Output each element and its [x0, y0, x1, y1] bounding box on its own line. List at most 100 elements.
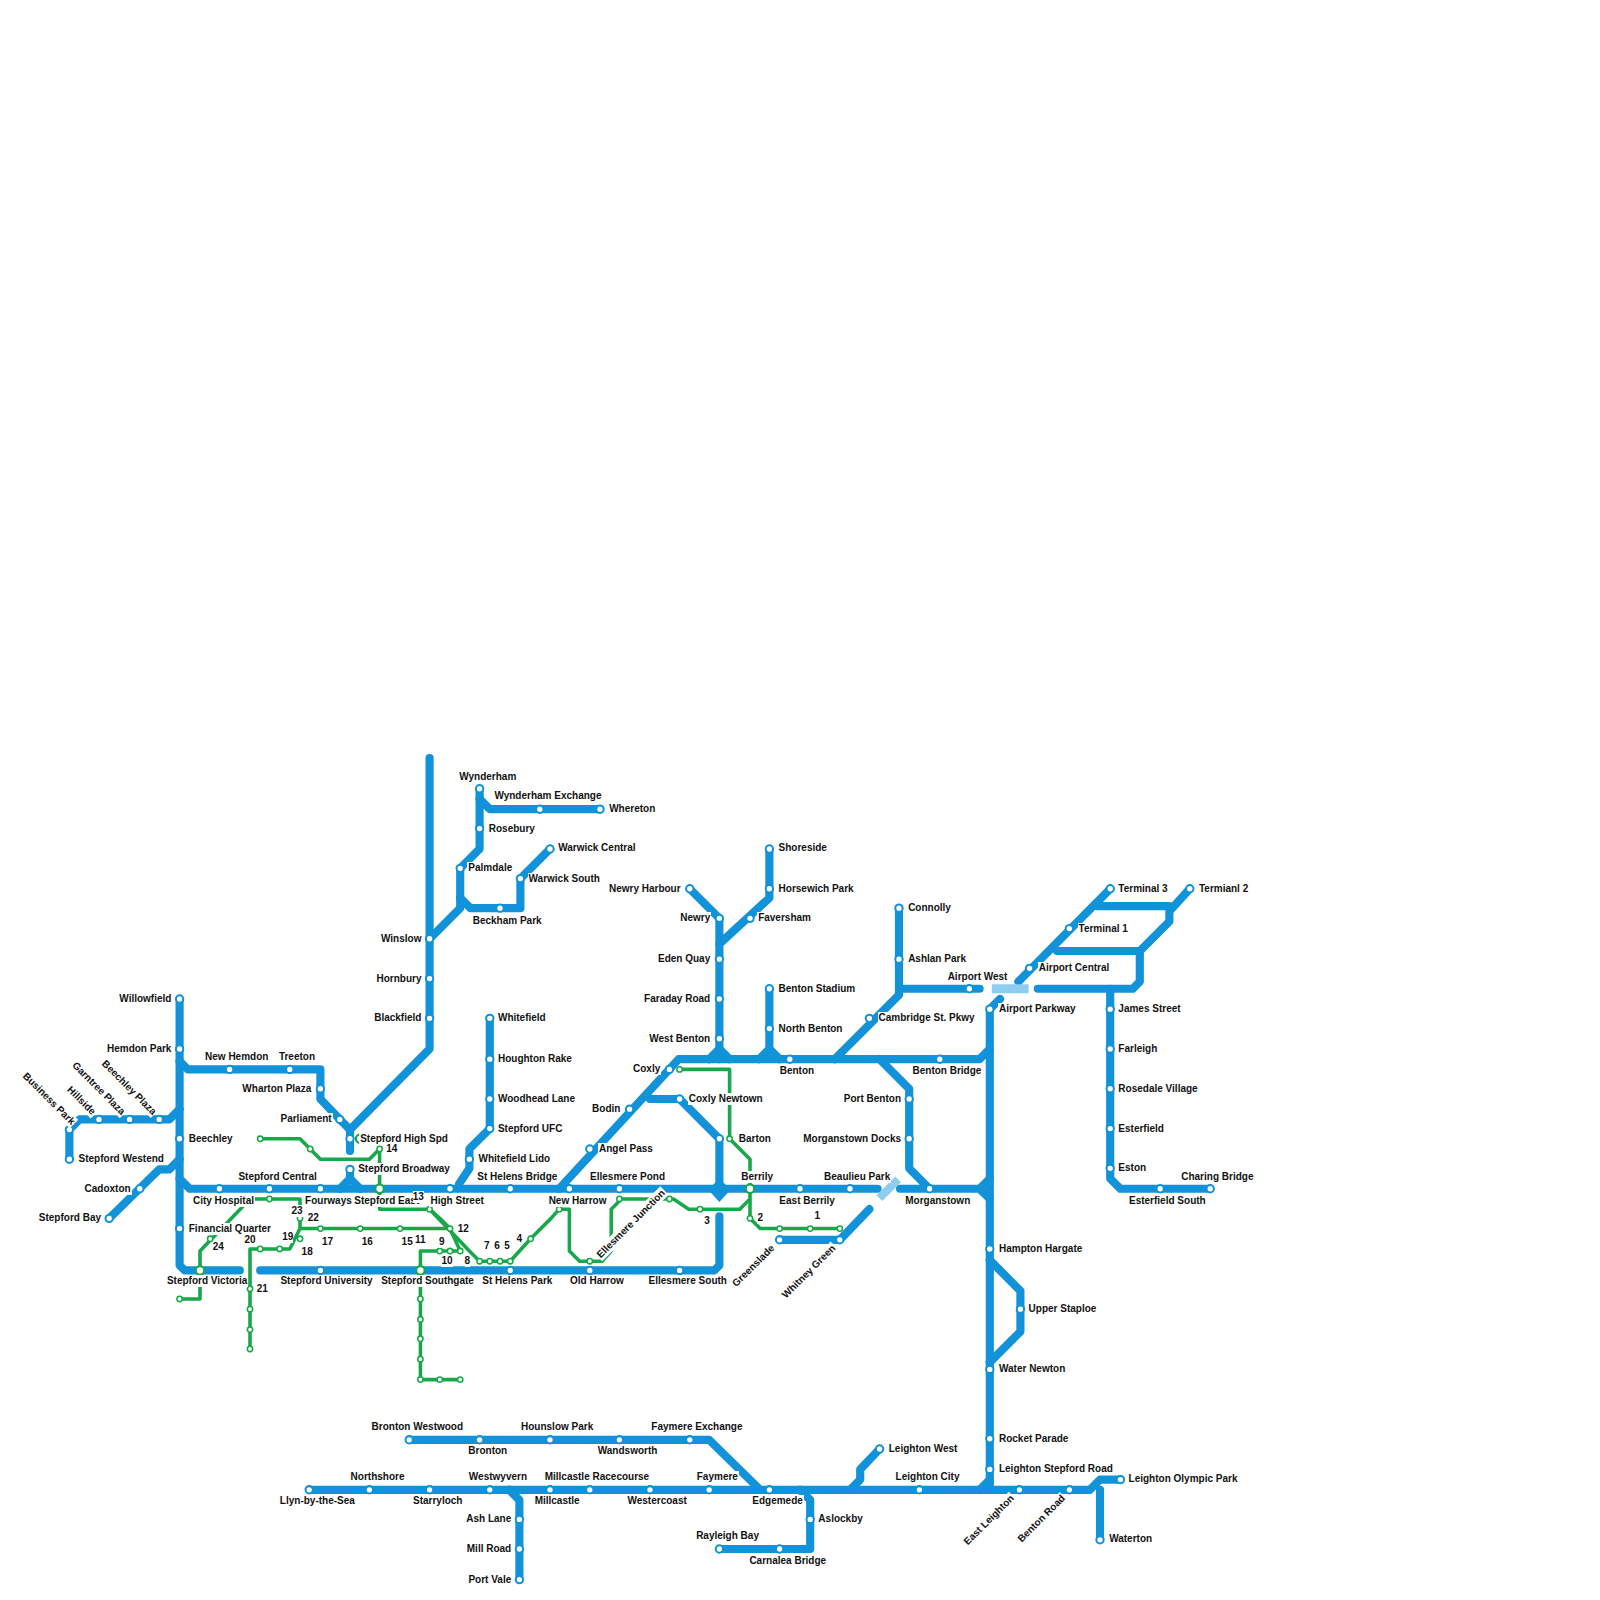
station-dot	[1107, 1006, 1114, 1013]
station-label: Parliament	[280, 1113, 333, 1125]
rail-line	[559, 1049, 990, 1189]
station-label: Llyn-by-the-Sea	[279, 1495, 356, 1507]
callout-number: 1	[815, 1210, 821, 1222]
station-dot	[716, 956, 723, 963]
callout-number: 16	[362, 1236, 373, 1248]
rail-line	[850, 1449, 880, 1490]
station-label: Wharton Plaza	[241, 1083, 312, 1095]
station-label: Starryloch	[412, 1495, 463, 1507]
tram-stop	[247, 1327, 252, 1332]
station-label: Terminal 3	[1117, 883, 1168, 895]
station-dot	[895, 904, 902, 911]
station-dot	[466, 1156, 473, 1163]
station-label: Bronton Westwood	[371, 1421, 464, 1433]
tram-stop	[277, 1246, 282, 1251]
station-dot	[126, 1116, 133, 1123]
station-dot	[346, 1135, 353, 1142]
station-dot	[516, 1576, 523, 1583]
station-dot	[686, 885, 693, 892]
tram-stop	[697, 1207, 702, 1212]
station-dot	[716, 995, 723, 1002]
station-label: Morganstown Docks	[802, 1133, 902, 1145]
station-dot	[457, 865, 464, 872]
transfer-links	[992, 988, 1029, 989]
rail-line	[709, 1049, 729, 1059]
tram-stop	[247, 1307, 252, 1312]
station-dot	[507, 1267, 514, 1274]
station-label: Northshore	[350, 1471, 406, 1483]
station-label: Stepford High Spd	[359, 1133, 449, 1145]
tram-stop	[358, 1226, 363, 1231]
station-dot	[476, 1436, 483, 1443]
station-label: Airport Parkway	[998, 1003, 1077, 1015]
station-dot	[536, 806, 543, 813]
station-dot	[876, 1445, 883, 1452]
station-dot	[317, 1267, 324, 1274]
station-dot	[486, 1486, 493, 1493]
callout-number: 12	[458, 1223, 469, 1235]
station-dot	[156, 1116, 163, 1123]
callout-number: 15	[402, 1236, 413, 1248]
station-label: Old Harrow	[569, 1275, 625, 1287]
station-dot	[1186, 885, 1193, 892]
station-label: Wynderham	[458, 771, 517, 783]
station-label: Benton Stadium	[778, 983, 857, 995]
callout-number: 3	[704, 1215, 710, 1227]
tram-stop	[557, 1207, 562, 1212]
station-dot	[486, 1095, 493, 1102]
station-dot	[776, 1236, 783, 1243]
station-label: Airport Central	[1038, 962, 1111, 974]
station-dot	[306, 1486, 313, 1493]
station-label: Airport West	[947, 971, 1009, 983]
tram-stop	[427, 1207, 432, 1212]
station-dot	[716, 1545, 723, 1552]
station-dot	[476, 825, 483, 832]
tram-stop	[447, 1248, 452, 1253]
callout-number: 18	[302, 1246, 313, 1258]
tram-stop	[418, 1377, 423, 1382]
rail-line	[409, 1440, 760, 1490]
station-label: East Leighton	[961, 1492, 1018, 1549]
station-label: Bodin	[591, 1103, 621, 1115]
station-dot	[476, 785, 483, 792]
station-dot	[366, 1486, 373, 1493]
station-label: Angel Pass	[598, 1143, 654, 1155]
interchange-dot	[416, 1266, 425, 1275]
station-dot	[916, 1486, 923, 1493]
station-label: Carnalea Bridge	[748, 1555, 827, 1567]
station-label: Leighton Stepford Road	[998, 1463, 1114, 1475]
tram-lines	[180, 1069, 840, 1379]
tram-stop	[727, 1136, 732, 1141]
station-label: Waterton	[1108, 1533, 1153, 1545]
station-dot	[486, 1125, 493, 1132]
station-dot	[216, 1185, 223, 1192]
station-dot	[426, 1486, 433, 1493]
station-label: Business Park	[20, 1070, 79, 1129]
station-dot	[666, 1066, 673, 1073]
station-dot	[766, 1025, 773, 1032]
station-dot	[926, 1185, 933, 1192]
station-dot	[286, 1066, 293, 1073]
station-dot	[1066, 925, 1073, 932]
station-dot	[176, 1225, 183, 1232]
station-dot	[317, 1085, 324, 1092]
station-dot	[546, 1486, 553, 1493]
station-label: Hounslow Park	[520, 1421, 594, 1433]
rail-line	[780, 1209, 870, 1240]
callout-number: 22	[308, 1212, 319, 1224]
station-dot	[446, 1185, 453, 1192]
station-label: Morganstown	[904, 1195, 971, 1207]
station-dot	[226, 1066, 233, 1073]
station-label: West Benton	[648, 1033, 711, 1045]
station-dot	[986, 1245, 993, 1252]
station-label: Financial Quarter	[188, 1223, 272, 1235]
station-label: Leighton West	[888, 1443, 959, 1455]
station-label: Benton	[779, 1065, 815, 1077]
station-label: Farleigh	[1117, 1043, 1158, 1055]
station-dot	[486, 1056, 493, 1063]
station-label: Wynderham Exchange	[493, 790, 602, 802]
tram-stop	[258, 1136, 263, 1141]
station-label: Wandsworth	[597, 1445, 659, 1457]
station-dot	[1107, 1165, 1114, 1172]
